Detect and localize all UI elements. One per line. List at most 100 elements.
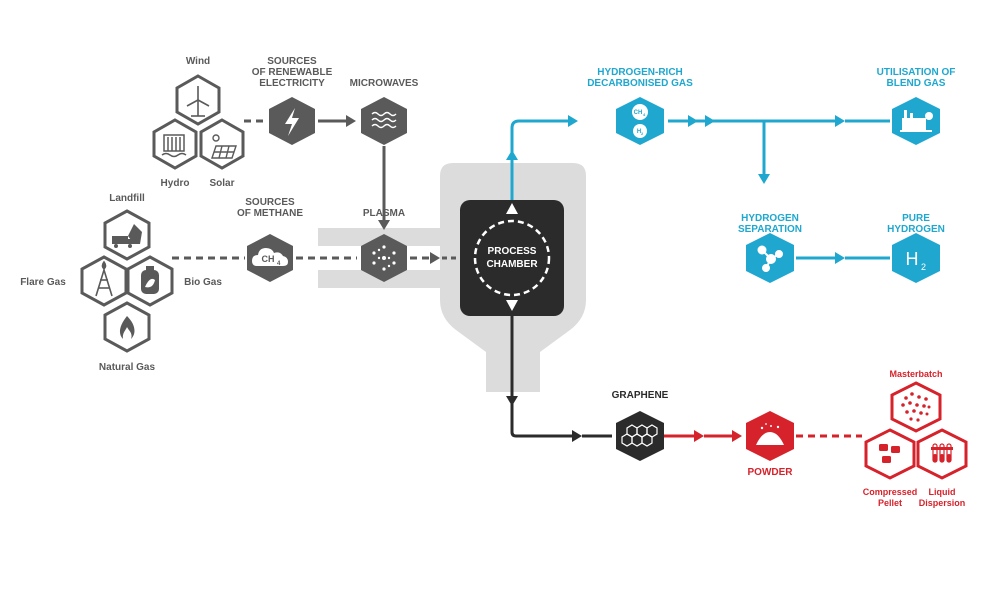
- plasma-label: PLASMA: [363, 208, 405, 219]
- plasma-dots-icon: [372, 245, 396, 271]
- pure-hydrogen-hex: H 2: [892, 233, 940, 283]
- separation-hex: [746, 233, 794, 283]
- ch4-hex: CH 4: [247, 234, 293, 282]
- masterbatch-label: Masterbatch: [889, 369, 942, 379]
- arrow-to-separation: [758, 174, 770, 184]
- gas-h2-subscript: 2: [641, 131, 644, 136]
- test-tubes-icon: [931, 443, 953, 463]
- separation-molecule-icon: [757, 245, 783, 272]
- separation-line1: HYDROGEN: [741, 213, 799, 224]
- arrow-gas-b: [705, 115, 715, 127]
- plasma-hex: [361, 234, 407, 282]
- landfill-truck-icon: [112, 224, 142, 248]
- arrow-down-to-graphene-line: [506, 396, 518, 406]
- pellets-icon: [901, 392, 931, 422]
- compressed-line2: Pellet: [878, 498, 902, 508]
- utilisation-hex: [892, 97, 940, 145]
- sources-renewable-line1: SOURCES: [267, 56, 317, 67]
- gas-plant-icon: [900, 110, 933, 132]
- graphene-label: GRAPHENE: [612, 390, 669, 401]
- landfill-label: Landfill: [109, 193, 145, 204]
- solar-panel-icon: [211, 134, 237, 159]
- arrow-to-powder-a: [694, 430, 704, 442]
- hydrogen-rich-line2: DECARBONISED GAS: [587, 78, 693, 89]
- gas-ch4-subscript: 4: [643, 112, 646, 117]
- down-triangle-icon: [506, 300, 518, 311]
- flame-icon: [119, 316, 135, 339]
- hydrogen-rich-hex: CH 4 H 2: [616, 97, 664, 145]
- utilisation-line1: UTILISATION OF: [877, 67, 956, 78]
- separation-line2: SEPARATION: [738, 224, 802, 235]
- natural-gas-hex: [103, 301, 151, 353]
- gas-h2-text: H: [637, 129, 641, 135]
- liquid-line2: Dispersion: [919, 498, 966, 508]
- solar-hex: [199, 118, 245, 170]
- gas-ch4-text: CH: [634, 110, 643, 116]
- microwaves-hex: [361, 97, 407, 145]
- molecule-icon: CH 4 H 2: [632, 104, 648, 138]
- hexagon-lattice-icon: [621, 424, 658, 447]
- hydro-dam-icon: [161, 134, 187, 158]
- flare-gas-hex: [80, 255, 128, 307]
- compressed-pellet-hex: [864, 428, 916, 480]
- lightning-icon: [285, 108, 299, 136]
- powder-pile-icon: [756, 423, 784, 445]
- liquid-dispersion-hex: [916, 428, 968, 480]
- arrow-to-chamber: [430, 252, 440, 264]
- arrow-to-graphene: [572, 430, 582, 442]
- waves-icon: [371, 111, 397, 129]
- up-triangle-icon: [506, 203, 518, 214]
- hydro-label: Hydro: [161, 178, 190, 189]
- chamber-line2: CHAMBER: [486, 259, 538, 270]
- wind-hex: [175, 74, 221, 126]
- oil-derrick-icon: [95, 260, 113, 297]
- pure-hydrogen-line1: PURE: [902, 213, 930, 224]
- bio-gas-hex: [126, 255, 174, 307]
- graphene-hex: [616, 411, 664, 461]
- gas-cylinder-icon: [141, 266, 159, 294]
- arrow-to-plasma: [378, 220, 390, 230]
- sources-renewable-line2: OF RENEWABLE: [252, 67, 333, 78]
- arrow-to-powder-b: [732, 430, 742, 442]
- landfill-hex: [103, 209, 151, 261]
- sources-methane-line1: SOURCES: [245, 197, 295, 208]
- hydrogen-rich-line1: HYDROGEN-RICH: [597, 67, 683, 78]
- pure-hydrogen-line2: HYDROGEN: [887, 224, 945, 235]
- microwaves-label: MICROWAVES: [350, 78, 419, 89]
- powder-hex: [746, 411, 794, 461]
- natural-gas-label: Natural Gas: [99, 362, 156, 373]
- cloud-icon: [252, 248, 288, 266]
- process-chamber: PROCESS CHAMBER: [460, 200, 564, 316]
- arrow-to-utilisation: [835, 115, 845, 127]
- h2-icon: H 2: [906, 249, 927, 272]
- masterbatch-hex: [890, 381, 942, 433]
- utilisation-line2: BLEND GAS: [887, 78, 946, 89]
- wind-label: Wind: [186, 56, 210, 67]
- arrow-up-gas: [506, 150, 518, 160]
- pure-h-subscript: 2: [921, 262, 926, 272]
- arrow-gas-a: [688, 115, 698, 127]
- solar-label: Solar: [209, 178, 234, 189]
- ch4-icon-subscript: 4: [277, 261, 281, 267]
- sources-methane-line2: OF METHANE: [237, 208, 303, 219]
- ch4-icon-text: CH: [262, 254, 275, 264]
- wind-turbine-icon: [186, 86, 210, 117]
- chamber-line1: PROCESS: [488, 246, 537, 257]
- pure-h-text: H: [906, 249, 919, 269]
- connector-chamber-to-gas: [510, 119, 568, 200]
- arrow-to-gas-hex: [568, 115, 578, 127]
- electricity-hex: [269, 97, 315, 145]
- sources-renewable-line3: ELECTRICITY: [259, 78, 325, 89]
- flare-gas-label: Flare Gas: [20, 277, 66, 288]
- liquid-line1: Liquid: [929, 487, 956, 497]
- connector-chamber-to-graphene: [510, 316, 572, 438]
- hydro-hex: [152, 118, 198, 170]
- pellet-discs-icon: [879, 444, 900, 463]
- powder-label: POWDER: [748, 467, 794, 478]
- bio-gas-label: Bio Gas: [184, 277, 222, 288]
- arrow-to-pure: [835, 252, 845, 264]
- compressed-line1: Compressed: [863, 487, 918, 497]
- arrow-to-microwaves: [346, 115, 356, 127]
